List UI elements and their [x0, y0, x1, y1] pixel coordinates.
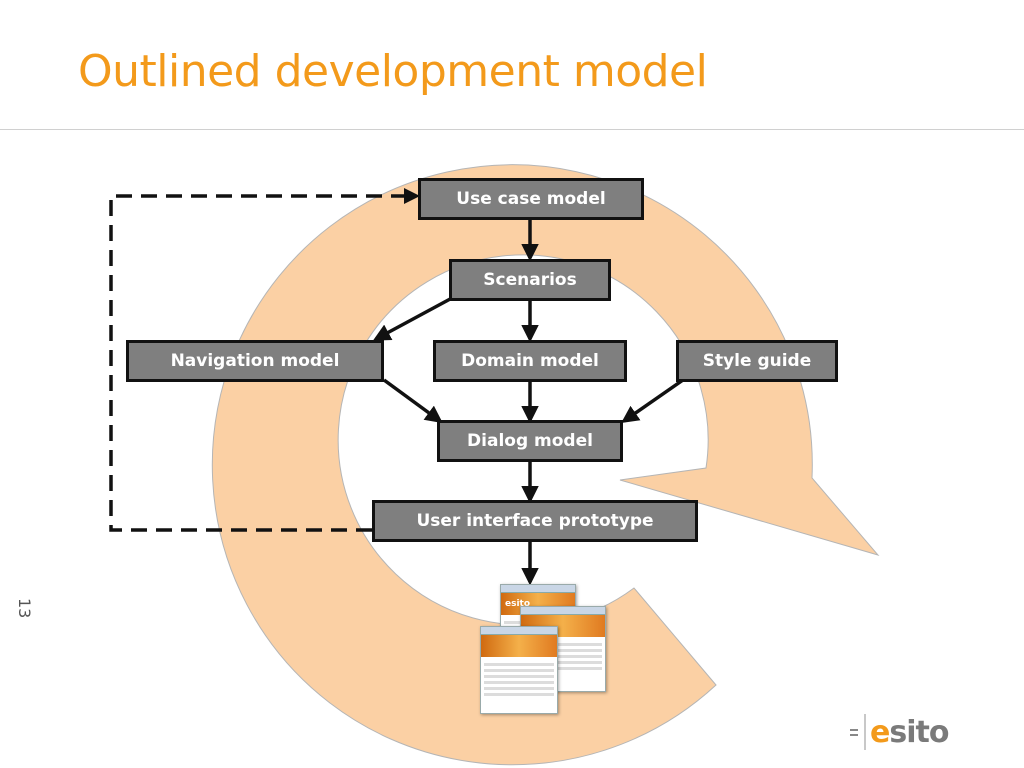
logo-bars-icon — [850, 728, 858, 736]
ui-prototype-node: User interface prototype — [372, 500, 698, 542]
scenarios-node: Scenarios — [449, 259, 611, 301]
logo-divider — [864, 714, 866, 750]
use-case-model-node: Use case model — [418, 178, 644, 220]
logo-text: esito — [870, 714, 949, 750]
feedback-dashed-line — [109, 194, 408, 532]
dialog-model-node: Dialog model — [437, 420, 623, 462]
screenshot-brand: esito — [505, 599, 531, 609]
arrow-navigation-dialog — [382, 378, 443, 424]
style-guide-node: Style guide — [676, 340, 838, 382]
title-divider — [0, 129, 1024, 130]
slide-title: Outlined development model — [78, 46, 708, 97]
esito-logo: esito — [850, 712, 949, 752]
arrow-scenarios-navigation — [372, 296, 453, 341]
prototype-screenshot-front — [480, 626, 558, 714]
feedback-arrowhead — [404, 188, 420, 204]
navigation-model-node: Navigation model — [126, 340, 384, 382]
arrow-style-dialog — [621, 378, 684, 423]
domain-model-node: Domain model — [433, 340, 627, 382]
